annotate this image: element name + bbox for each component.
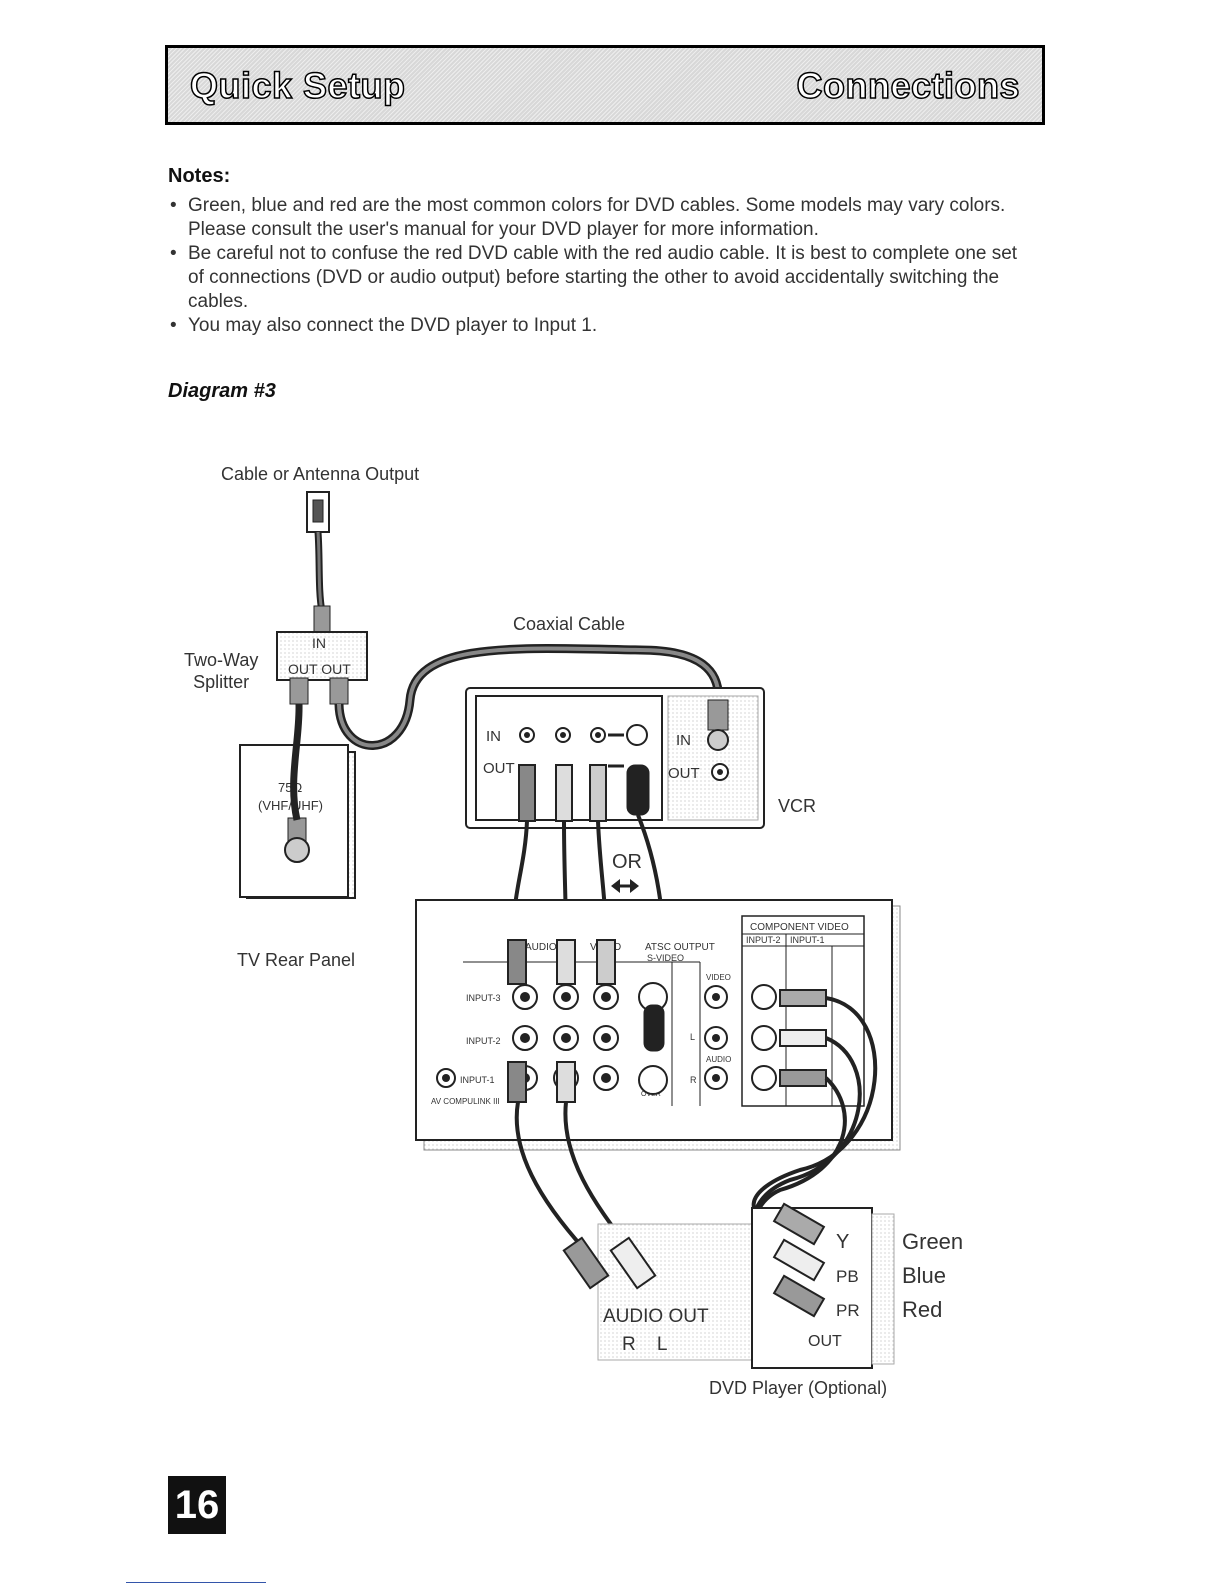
dvd-y-label: Y (836, 1231, 849, 1253)
atsc-output-label: ATSC OUTPUT (645, 942, 715, 953)
red-label: Red (902, 1297, 943, 1322)
wall-plate (239, 744, 356, 899)
bottom-rule (126, 1582, 266, 1583)
vcr-in-label: IN (486, 728, 501, 745)
splitter-out-label: OUT OUT (288, 661, 351, 677)
note-item: Green, blue and red are the most common … (168, 194, 1038, 242)
note-item: Be careful not to confuse the red DVD ca… (168, 242, 1038, 314)
tv-video-label: VIDEO (706, 973, 731, 982)
splitter-in-label: IN (312, 635, 326, 651)
notes-title: Notes: (168, 165, 231, 187)
header-title-right: Connections (796, 64, 1021, 107)
tv-input2-label: INPUT-2 (466, 1036, 501, 1046)
tv-r-label: R (690, 1075, 697, 1085)
tv-rear-panel-label: TV Rear Panel (237, 950, 356, 970)
audio-cable-red (514, 1101, 587, 1252)
dvd-player-label: DVD Player (Optional) (709, 1378, 888, 1398)
header-title-left: Quick Setup (189, 64, 406, 107)
note-item: You may also connect the DVD player to I… (168, 314, 1038, 338)
audio-header-label: AUDIO (525, 942, 557, 953)
component-input1-label: INPUT-1 (790, 935, 825, 945)
dvd-pb-label: PB (836, 1267, 859, 1286)
dvd-out-label: OUT (808, 1333, 842, 1350)
component-video-label: COMPONENT VIDEO (750, 922, 849, 933)
page-header-banner: Quick Setup Connections (165, 45, 1045, 125)
dvd-pr-label: PR (836, 1301, 860, 1320)
two-way-splitter-label: Two-Way Splitter (184, 650, 259, 692)
coaxial-cable-label: Coaxial Cable (513, 614, 626, 634)
notes-list: Green, blue and red are the most common … (168, 194, 1038, 338)
tv-input1-label: INPUT-1 (460, 1075, 495, 1085)
audio-out-label: AUDIO OUT (603, 1306, 709, 1327)
vcr-out-label: OUT (483, 760, 515, 777)
splitter-to-wall-cable (290, 703, 303, 821)
antenna-output-label: Cable or Antenna Output (221, 464, 420, 484)
tv-l-label: L (690, 1032, 695, 1042)
diagram-title: Diagram #3 (168, 380, 276, 402)
tv-audio-label: AUDIO (706, 1055, 731, 1064)
wall-band-label: (VHF/UHF) (258, 798, 323, 813)
or-label: OR (612, 851, 642, 873)
dvd-player (562, 1202, 895, 1369)
two-way-splitter (276, 605, 368, 705)
vcr-rf-out-label: OUT (668, 765, 700, 782)
component-input2-label: INPUT-2 (746, 935, 781, 945)
blue-label: Blue (902, 1263, 947, 1288)
tv-input3-label: INPUT-3 (466, 993, 501, 1003)
vcr-rf-in-label: IN (676, 732, 691, 749)
vcr-label: VCR (778, 796, 817, 816)
audio-rl-label: R L (622, 1334, 667, 1355)
vcr-unit (465, 687, 765, 829)
vcr-rca-plugs (518, 764, 650, 822)
double-arrow-icon (611, 879, 639, 893)
page-number-badge: 16 (168, 1476, 226, 1534)
s-video-label: S-VIDEO (647, 953, 684, 963)
green-label: Green (902, 1229, 964, 1254)
antenna-outlet (306, 491, 330, 533)
av-compulink-label: AV COMPULINK III (431, 1097, 500, 1106)
